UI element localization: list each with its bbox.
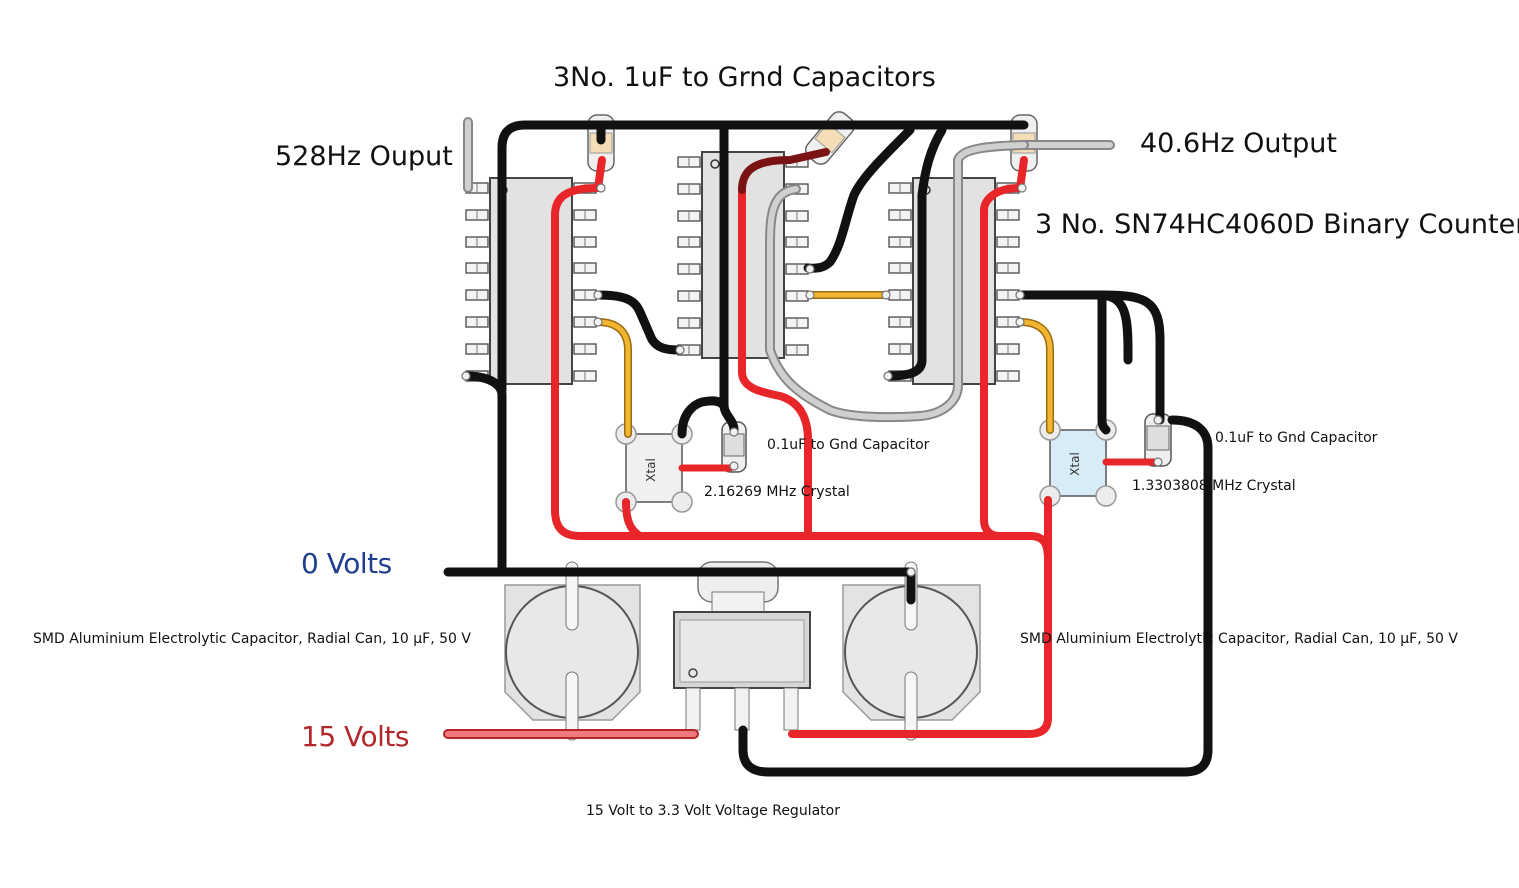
output-528-label: 528Hz Ouput — [275, 141, 453, 172]
ground-wires — [443, 120, 1213, 777]
electrolytic-right-label: SMD Aluminium Electrolytic Capacitor, Ra… — [1020, 631, 1458, 647]
crystal-left-label: 2.16269 MHz Crystal — [704, 484, 850, 500]
grey-wires — [463, 117, 1115, 423]
crystal-left-marking: Xtal — [644, 458, 658, 482]
connection-points — [461, 183, 1163, 577]
fifteen-volts-label: 15 Volts — [301, 720, 410, 753]
signal-wires — [594, 291, 1054, 438]
regulator-label: 15 Volt to 3.3 Volt Voltage Regulator — [586, 803, 840, 819]
zero-volts-label: 0 Volts — [301, 547, 392, 580]
crystal-right-label: 1.3303808 MHz Crystal — [1132, 478, 1296, 494]
caps-title-label: 3No. 1uF to Grnd Capacitors — [553, 62, 936, 93]
crystal-right: Xtal — [1039, 419, 1117, 507]
ic-counter-1 — [465, 177, 597, 385]
counter-ic-label: 3 No. SN74HC4060D Binary Counter — [1035, 209, 1519, 240]
crystal-right-marking: Xtal — [1068, 452, 1082, 476]
cap-01uf-left-label: 0.1uF to Gnd Capacitor — [767, 437, 930, 453]
cap-01uf-right-label: 0.1uF to Gnd Capacitor — [1215, 430, 1378, 446]
electrolytic-capacitor-left — [504, 561, 641, 741]
supply-wires — [443, 148, 1052, 739]
crystal-left: Xtal — [615, 423, 693, 513]
crystal-cap-links — [678, 458, 1159, 472]
output-406-label: 40.6Hz Output — [1140, 128, 1337, 159]
voltage-regulator — [673, 561, 811, 731]
electrolytic-capacitor-right — [842, 561, 981, 741]
cap-01uf-left — [721, 421, 747, 473]
electrolytic-left-label: SMD Aluminium Electrolytic Capacitor, Ra… — [33, 631, 471, 647]
